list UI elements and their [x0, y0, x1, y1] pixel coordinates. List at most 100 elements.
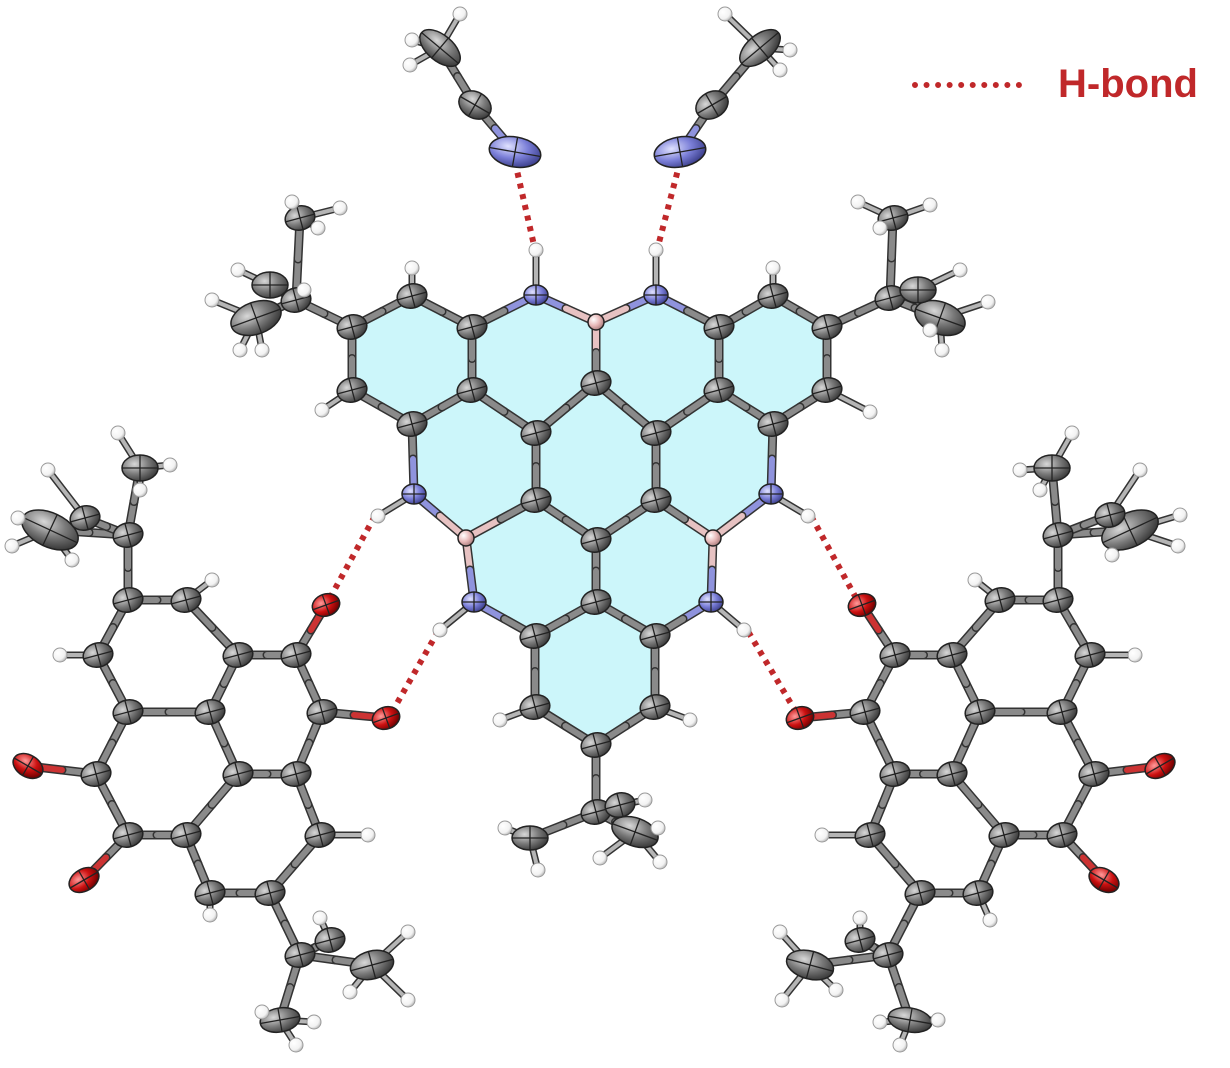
hydrogen-atom	[717, 6, 733, 22]
ring-fill-9	[535, 602, 655, 745]
carbon-atom	[222, 761, 254, 787]
principal-axis	[292, 762, 300, 786]
carbon-atom	[259, 1006, 301, 1034]
carbon-atom	[284, 942, 316, 968]
principal-axis	[861, 700, 869, 724]
principal-axis	[652, 488, 660, 512]
carbon-atom	[640, 420, 672, 446]
principal-axis	[652, 421, 660, 445]
carbon-atom	[811, 314, 843, 340]
hydrogen-atom	[342, 984, 358, 1000]
ring-fill-7	[466, 500, 596, 636]
principal-axis	[206, 700, 214, 724]
carbon-atom	[254, 880, 286, 906]
carbon-atom	[519, 694, 551, 720]
hydrogen-atom	[1064, 425, 1080, 441]
carbon-atom	[580, 370, 612, 396]
boron-atom-body	[457, 529, 475, 547]
oxygen-atom	[1088, 866, 1120, 894]
carbon-atom	[1042, 522, 1074, 548]
ring-fill-4	[536, 383, 656, 540]
h-bond-line	[389, 626, 443, 714]
nitrogen-atom	[523, 284, 549, 306]
boron-atom-body	[587, 313, 605, 331]
principal-axis	[795, 707, 805, 729]
principal-axis	[124, 823, 132, 847]
hydrogen-atom	[930, 1012, 946, 1028]
carbon-atom	[458, 90, 492, 120]
carbon-atom	[962, 880, 994, 906]
principal-axis	[856, 928, 864, 952]
principal-axis	[532, 421, 540, 445]
hydrogen-atom	[1032, 482, 1048, 498]
hydrogen-atom	[528, 242, 544, 258]
principal-axis	[592, 733, 600, 757]
hydrogen-atom	[452, 6, 468, 22]
carbon-atom	[112, 699, 144, 725]
hydrogen-atom	[404, 260, 420, 276]
carbon-atom	[304, 822, 336, 848]
h-bond-line	[807, 512, 859, 600]
carbon-atom	[640, 487, 672, 513]
legend-label: H-bond	[1058, 62, 1198, 106]
carbon-atom	[872, 942, 904, 968]
principal-axis	[676, 137, 684, 167]
hydrogen-atom	[934, 342, 950, 358]
hydrogen-atom	[254, 1004, 270, 1020]
principal-axis	[823, 378, 831, 402]
hydrogen-atom	[360, 827, 376, 843]
principal-axis	[976, 700, 984, 724]
carbon-atom	[739, 28, 781, 68]
carbon-atom	[170, 587, 202, 613]
carbon-atom	[580, 589, 612, 615]
carbon-atom	[112, 587, 144, 613]
principal-axis	[889, 206, 897, 230]
principal-axis	[531, 624, 539, 648]
carbon-atom	[811, 377, 843, 403]
principal-axis	[592, 371, 600, 395]
ring-fill-1	[719, 296, 827, 424]
carbon-atom	[1074, 642, 1106, 668]
principal-axis	[715, 315, 723, 339]
ring-fill-2	[472, 295, 596, 433]
ring-fill-0	[352, 296, 472, 424]
principal-axis	[124, 588, 132, 612]
carbon-atom	[456, 377, 488, 403]
carbon-atom	[1046, 822, 1078, 848]
principal-axis	[381, 707, 391, 729]
principal-axis	[92, 762, 100, 786]
carbon-atom	[639, 623, 671, 649]
carbon-atom	[904, 880, 936, 906]
principal-axis	[884, 943, 892, 967]
hydrogen-atom	[637, 792, 653, 808]
principal-axis	[206, 881, 214, 905]
carbon-atom	[1033, 454, 1071, 482]
carbon-atom	[314, 927, 346, 953]
hydrogen-atom	[296, 282, 312, 298]
hydrogen-atom	[922, 197, 938, 213]
principal-axis	[468, 315, 476, 339]
carbon-atom	[280, 642, 312, 668]
carbon-atom	[757, 411, 789, 437]
hydrogen-atom	[288, 1037, 304, 1053]
principal-axis	[974, 881, 982, 905]
carbon-atom	[1094, 502, 1126, 528]
carbon-atom	[456, 314, 488, 340]
carbon-atom	[280, 761, 312, 787]
hydrogen-atom	[4, 538, 20, 554]
hydrogen-atom	[40, 462, 56, 478]
carbon-atom	[703, 314, 735, 340]
principal-axis	[616, 793, 624, 817]
principal-axis	[704, 93, 720, 117]
atoms	[4, 6, 1188, 1053]
carbon-atom	[757, 283, 789, 309]
principal-axis	[531, 695, 539, 719]
carbon-atom	[69, 505, 101, 531]
hydrogen-atom	[162, 457, 178, 473]
carbon-atom	[520, 487, 552, 513]
carbon-atom	[936, 642, 968, 668]
principal-axis	[266, 881, 274, 905]
hydrogen-atom	[872, 220, 888, 236]
nitrogen-atom	[643, 284, 669, 306]
boron-atom	[704, 529, 722, 547]
